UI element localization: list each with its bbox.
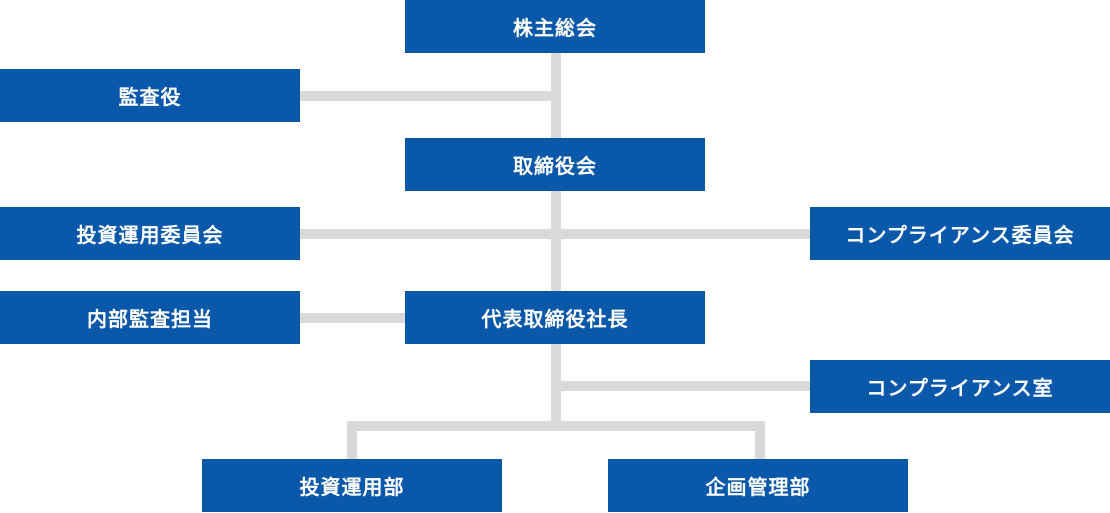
- planning-department-box: 企画管理部: [608, 459, 908, 512]
- shareholders-meeting-box: 株主総会: [405, 0, 705, 53]
- connector-departments-horizontal: [347, 421, 765, 431]
- connector-planning-department: [755, 421, 765, 461]
- investment-department-box: 投資運用部: [202, 459, 502, 512]
- connector-investment-department: [347, 421, 357, 461]
- auditor-box: 監査役: [0, 69, 300, 122]
- board-of-directors-box: 取締役会: [405, 138, 705, 191]
- investment-committee-box: 投資運用委員会: [0, 207, 300, 260]
- compliance-office-box: コンプライアンス室: [810, 360, 1110, 413]
- connector-auditor: [300, 91, 556, 101]
- connector-committees: [300, 229, 812, 239]
- compliance-committee-box: コンプライアンス委員会: [810, 207, 1110, 260]
- president-box: 代表取締役社長: [405, 291, 705, 344]
- connector-compliance-office: [556, 381, 812, 391]
- connector-internal-audit: [300, 313, 406, 323]
- internal-audit-box: 内部監査担当: [0, 291, 300, 344]
